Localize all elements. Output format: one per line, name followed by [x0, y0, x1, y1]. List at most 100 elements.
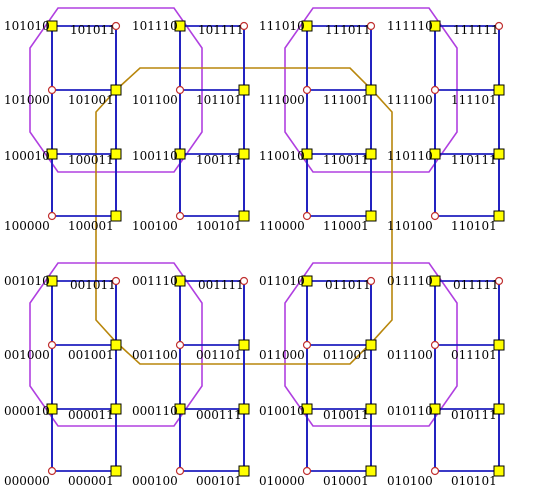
node-label: 001110: [132, 274, 178, 288]
circle-node: [430, 211, 440, 221]
square-node: [110, 339, 122, 351]
node-label: 010111: [451, 408, 497, 422]
circle-node: [366, 276, 376, 286]
node-label: 010100: [387, 474, 433, 488]
square-node: [493, 339, 505, 351]
square-node: [110, 148, 122, 160]
square-node: [493, 465, 505, 477]
square-node: [301, 275, 313, 287]
square-node: [238, 84, 250, 96]
node-label: 011000: [259, 348, 305, 362]
square-node: [174, 403, 186, 415]
node-label: 110100: [387, 219, 433, 233]
circle-node: [175, 85, 185, 95]
node-label: 101001: [68, 93, 114, 107]
circle-node: [239, 276, 249, 286]
circle-node: [175, 466, 185, 476]
square-node: [365, 465, 377, 477]
node-label: 001001: [68, 348, 114, 362]
square-node: [365, 84, 377, 96]
node-label: 111011: [325, 23, 371, 37]
square-node: [238, 465, 250, 477]
circle-node: [430, 85, 440, 95]
circle-node: [47, 340, 57, 350]
node-label: 010011: [323, 408, 369, 422]
node-label: 010110: [387, 404, 433, 418]
node-label: 111001: [323, 93, 369, 107]
node-label: 100010: [4, 149, 50, 163]
node-label: 000011: [68, 408, 114, 422]
node-label: 111110: [387, 19, 433, 33]
square-node: [110, 84, 122, 96]
circle-node: [111, 276, 121, 286]
node-label: 111111: [453, 23, 499, 37]
node-label: 001101: [196, 348, 242, 362]
node-label: 011110: [387, 274, 433, 288]
node-label: 000111: [196, 408, 242, 422]
circle-node: [47, 85, 57, 95]
circle-node: [302, 340, 312, 350]
circle-node: [302, 466, 312, 476]
square-node: [46, 403, 58, 415]
node-label: 000100: [132, 474, 178, 488]
node-label: 010001: [323, 474, 369, 488]
square-node: [174, 20, 186, 32]
node-label: 000101: [196, 474, 242, 488]
circle-node: [175, 340, 185, 350]
square-node: [174, 148, 186, 160]
node-label: 001111: [198, 278, 244, 292]
node-label: 010000: [259, 474, 305, 488]
square-node: [238, 339, 250, 351]
square-node: [429, 275, 441, 287]
node-label: 111100: [387, 93, 433, 107]
circle-node: [494, 21, 504, 31]
circle-node: [47, 466, 57, 476]
node-label: 111101: [451, 93, 497, 107]
node-label: 000001: [68, 474, 114, 488]
node-label: 101000: [4, 93, 50, 107]
square-node: [365, 339, 377, 351]
node-label: 011011: [325, 278, 371, 292]
node-label: 101111: [198, 23, 244, 37]
node-label: 110011: [323, 153, 369, 167]
node-label: 111010: [259, 19, 305, 33]
node-label: 111000: [259, 93, 305, 107]
node-label: 100110: [132, 149, 178, 163]
node-label: 011010: [259, 274, 305, 288]
circle-node: [430, 466, 440, 476]
node-label: 000000: [4, 474, 50, 488]
square-node: [46, 148, 58, 160]
square-node: [365, 148, 377, 160]
node-label: 001011: [70, 278, 116, 292]
square-node: [365, 403, 377, 415]
node-label: 011111: [453, 278, 499, 292]
node-label: 100101: [196, 219, 242, 233]
square-node: [238, 148, 250, 160]
node-label: 101100: [132, 93, 178, 107]
square-node: [365, 210, 377, 222]
node-label: 011001: [323, 348, 369, 362]
square-node: [110, 210, 122, 222]
square-node: [301, 403, 313, 415]
square-node: [46, 275, 58, 287]
node-label: 110010: [259, 149, 305, 163]
node-label: 100111: [196, 153, 242, 167]
node-label: 001010: [4, 274, 50, 288]
node-label: 110110: [387, 149, 433, 163]
node-label: 000010: [4, 404, 50, 418]
node-label: 010010: [259, 404, 305, 418]
node-label: 100000: [4, 219, 50, 233]
node-label: 101011: [70, 23, 116, 37]
square-node: [301, 148, 313, 160]
nodes-layer: [46, 20, 505, 477]
circle-node: [175, 211, 185, 221]
square-node: [238, 210, 250, 222]
square-node: [493, 403, 505, 415]
node-label: 100011: [68, 153, 114, 167]
node-label: 110001: [323, 219, 369, 233]
node-label: 011101: [451, 348, 497, 362]
square-node: [238, 403, 250, 415]
